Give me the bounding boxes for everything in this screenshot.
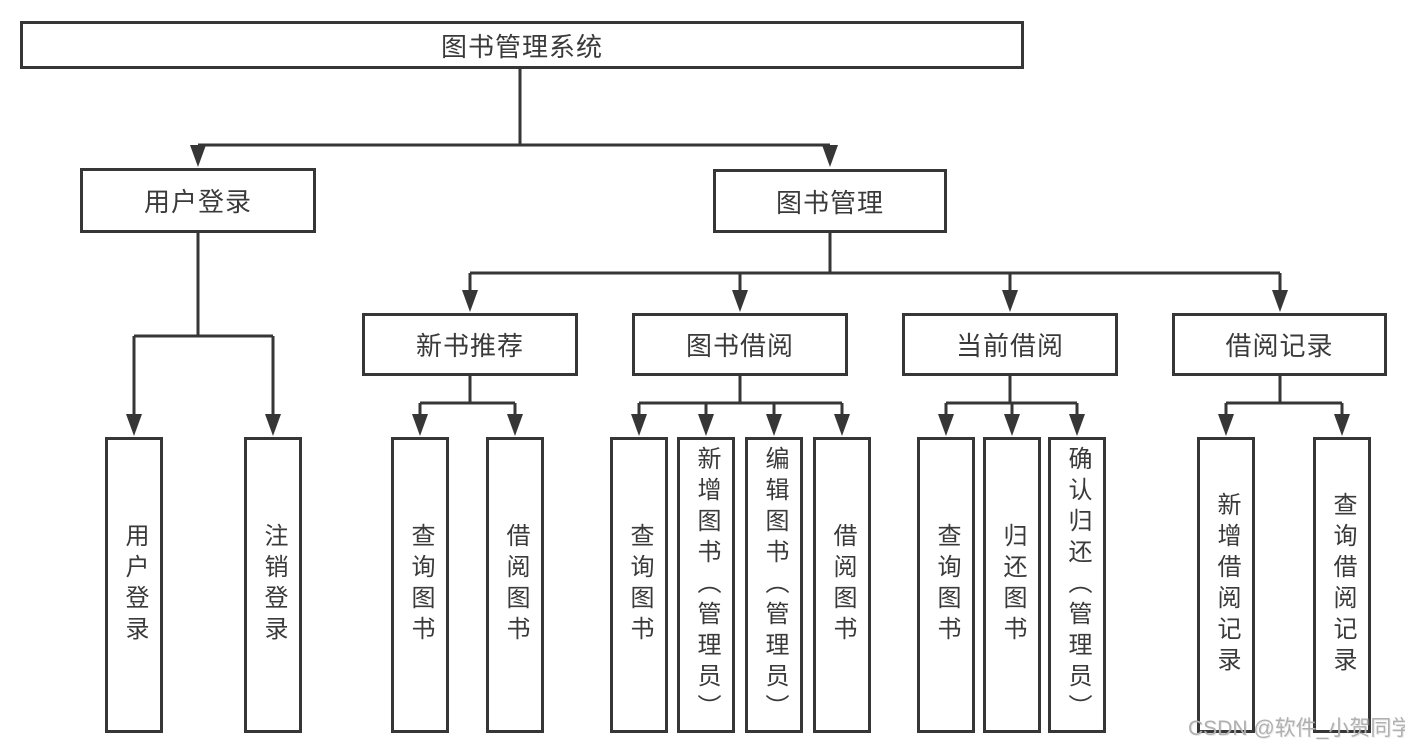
node-library-management-system: 图书管理系统 — [20, 21, 1024, 69]
node-leaf-current-confirm-return-admin: 确认归还（管理员） — [1048, 437, 1106, 733]
node-leaf-current-return-books: 归还图书 — [983, 437, 1041, 733]
node-leaf-borrow-borrow-books: 借阅图书 — [813, 437, 871, 733]
node-leaf-borrow-add-books-admin: 新增图书（管理员） — [677, 437, 735, 733]
csdn-watermark: CSDN @软件_小贺同学 — [1188, 717, 1405, 740]
node-leaf-current-query-books: 查询图书 — [917, 437, 975, 733]
node-book-borrowing: 图书借阅 — [632, 313, 848, 376]
node-user-login: 用户登录 — [80, 168, 316, 233]
node-leaf-borrow-edit-books-admin: 编辑图书（管理员） — [745, 437, 803, 733]
node-leaf-rec-query-books: 查询图书 — [391, 437, 449, 733]
node-leaf-logout: 注销登录 — [244, 437, 302, 733]
node-leaf-records-query-record: 查询借阅记录 — [1313, 437, 1371, 733]
node-leaf-rec-borrow-books: 借阅图书 — [486, 437, 544, 733]
node-leaf-borrow-query-books: 查询图书 — [610, 437, 668, 733]
node-borrowing-records: 借阅记录 — [1172, 313, 1387, 376]
node-leaf-records-add-record: 新增借阅记录 — [1197, 437, 1255, 733]
node-new-book-recommendation: 新书推荐 — [362, 313, 578, 376]
node-leaf-user-login: 用户登录 — [105, 437, 163, 733]
node-book-management: 图书管理 — [713, 169, 947, 233]
node-current-borrowing: 当前借阅 — [902, 313, 1118, 376]
arrowheads — [126, 145, 1350, 436]
